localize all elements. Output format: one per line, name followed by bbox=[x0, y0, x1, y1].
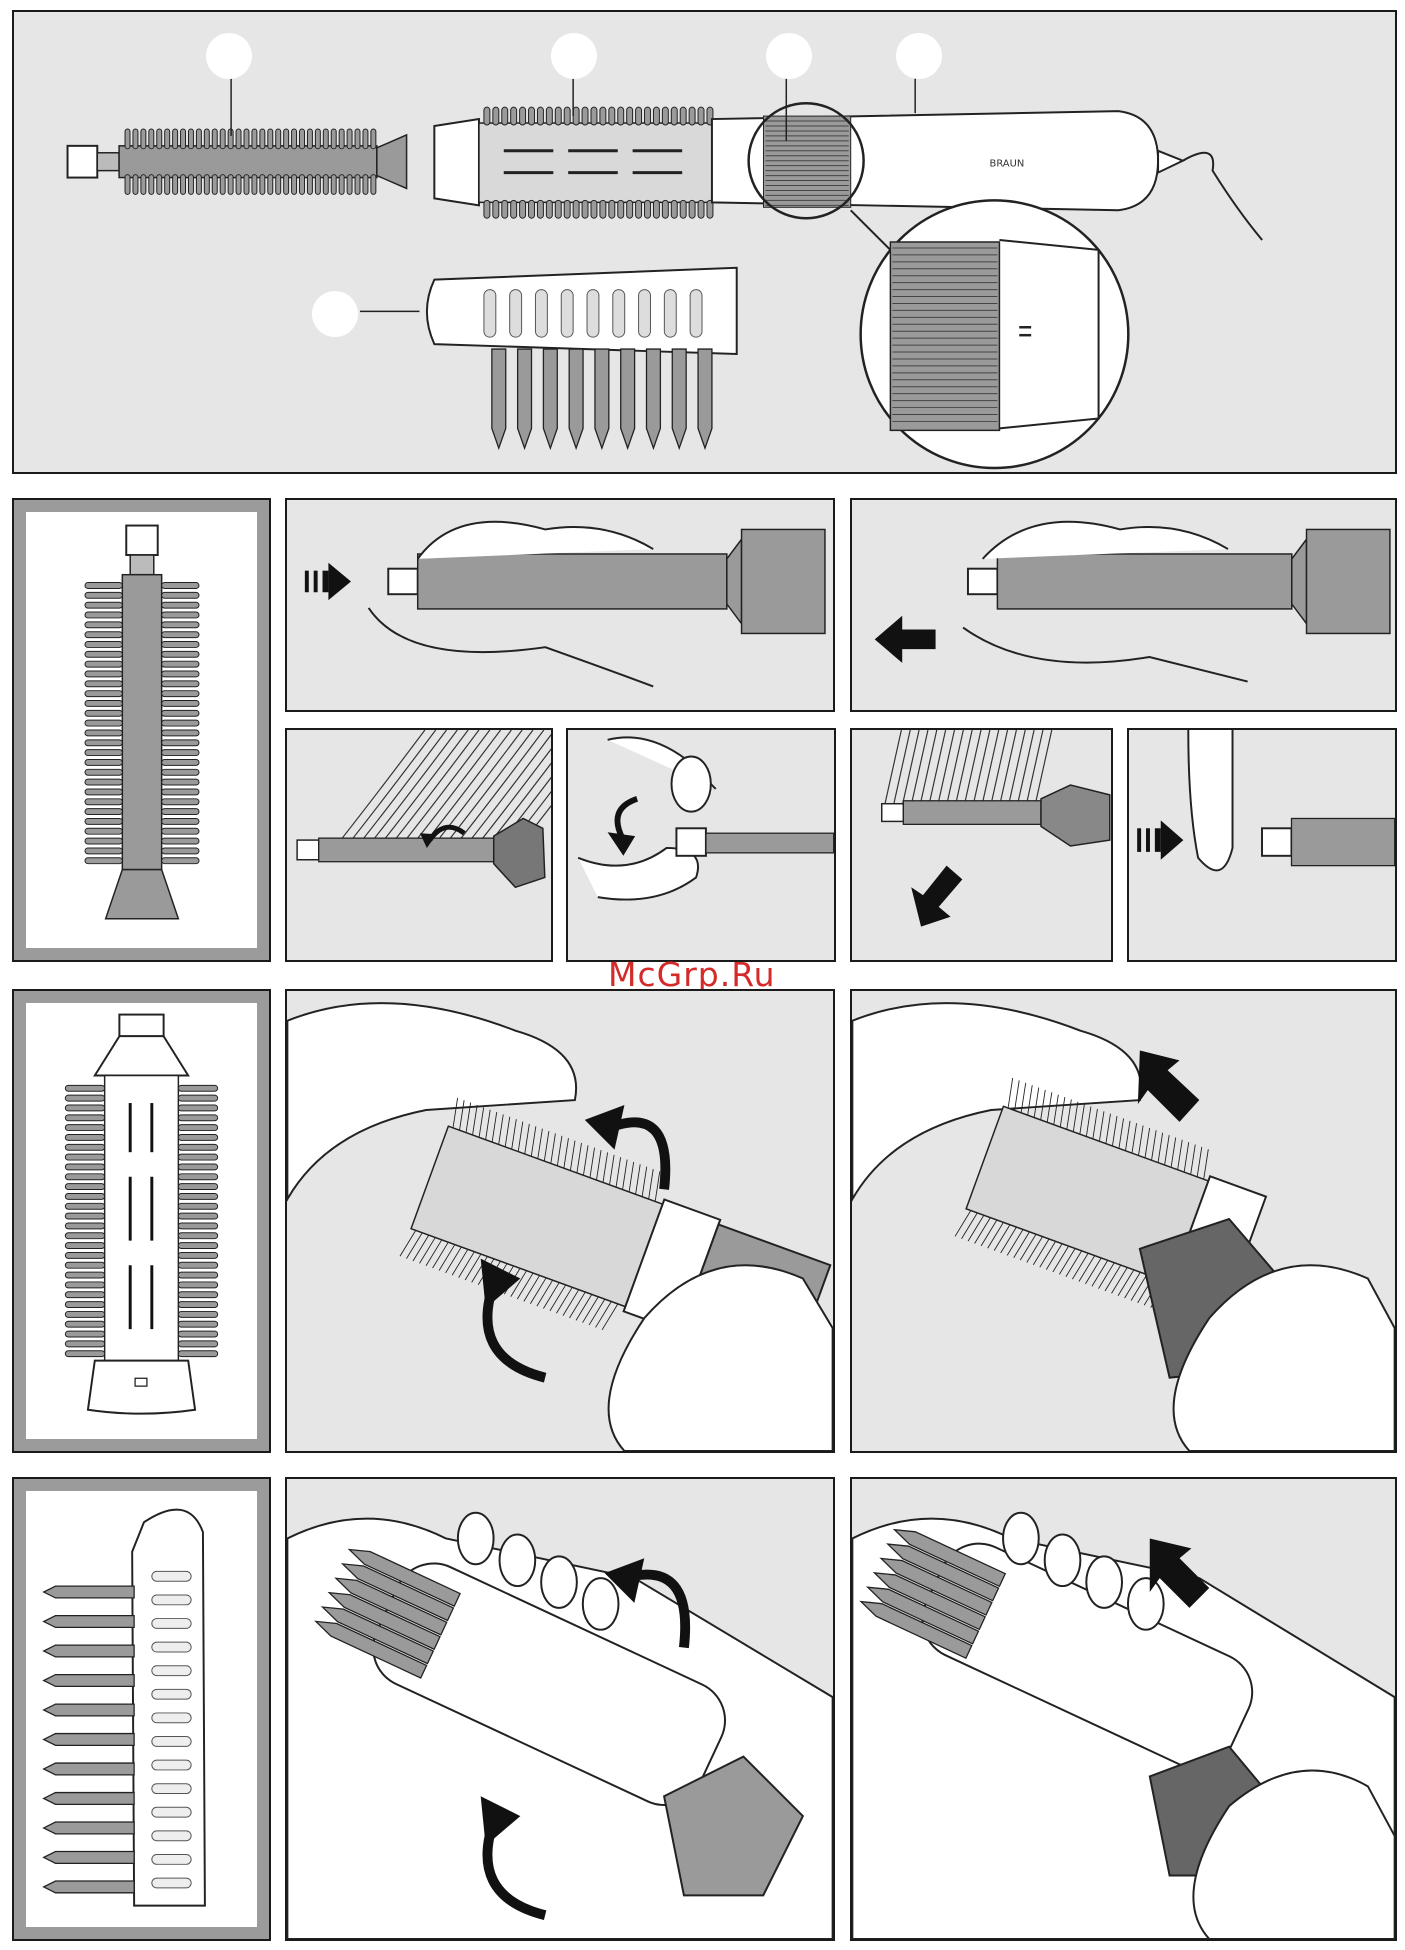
styling-comb-illustration bbox=[26, 1491, 257, 1927]
step-attach-round-brush-illustration bbox=[287, 991, 833, 1451]
step-2-1-panel bbox=[285, 989, 835, 1453]
step-2-2-panel bbox=[850, 989, 1397, 1453]
step-release-illustration bbox=[568, 730, 834, 960]
styling-comb-attachment bbox=[427, 268, 737, 448]
step-insert-illustration bbox=[287, 500, 833, 710]
step-1-5-panel bbox=[850, 728, 1113, 962]
volume-brush-illustration bbox=[26, 512, 257, 948]
rotate-arrow-icon bbox=[481, 1259, 545, 1378]
zoom-detail bbox=[851, 200, 1129, 468]
callout-marker-3 bbox=[766, 33, 812, 79]
step-1-4-panel bbox=[566, 728, 836, 962]
round-brush-thumbnail bbox=[12, 989, 271, 1453]
rotate-arrow-icon bbox=[608, 799, 637, 856]
step-3-2-panel bbox=[850, 1477, 1397, 1941]
step-1-1-panel bbox=[285, 498, 835, 712]
volume-brush-attachment bbox=[68, 129, 407, 194]
step-1-2-panel bbox=[850, 498, 1397, 712]
styling-comb-thumbnail bbox=[12, 1477, 271, 1941]
step-remove-illustration bbox=[852, 500, 1395, 710]
push-arrow-icon bbox=[305, 563, 351, 600]
step-detach-comb-illustration bbox=[852, 1479, 1395, 1939]
callout-marker-1 bbox=[206, 33, 252, 79]
step-attach-comb-illustration bbox=[287, 1479, 833, 1939]
callout-marker-4 bbox=[896, 33, 942, 79]
step-detach-round-brush-illustration bbox=[852, 991, 1395, 1451]
pull-arrow-icon bbox=[911, 866, 962, 927]
step-3-1-panel bbox=[285, 1477, 835, 1941]
pull-arrow-icon bbox=[1138, 1050, 1199, 1121]
push-arrow-icon bbox=[1137, 820, 1183, 859]
brand-label: BRAUN bbox=[990, 159, 1025, 170]
round-brush-illustration bbox=[26, 1003, 257, 1439]
step-wind-hair-illustration bbox=[287, 730, 551, 960]
pull-arrow-icon bbox=[875, 616, 936, 663]
step-lock-illustration bbox=[1129, 730, 1395, 960]
step-1-3-panel bbox=[285, 728, 553, 962]
overview-illustration: BRAUN bbox=[14, 12, 1395, 472]
volume-brush-thumbnail bbox=[12, 498, 271, 962]
callout-marker-2 bbox=[551, 33, 597, 79]
callout-marker-5 bbox=[312, 291, 358, 337]
round-brush-attachment bbox=[434, 107, 713, 218]
step-pull-out-illustration bbox=[852, 730, 1111, 960]
step-1-6-panel bbox=[1127, 728, 1397, 962]
overview-panel: BRAUN bbox=[12, 10, 1397, 474]
